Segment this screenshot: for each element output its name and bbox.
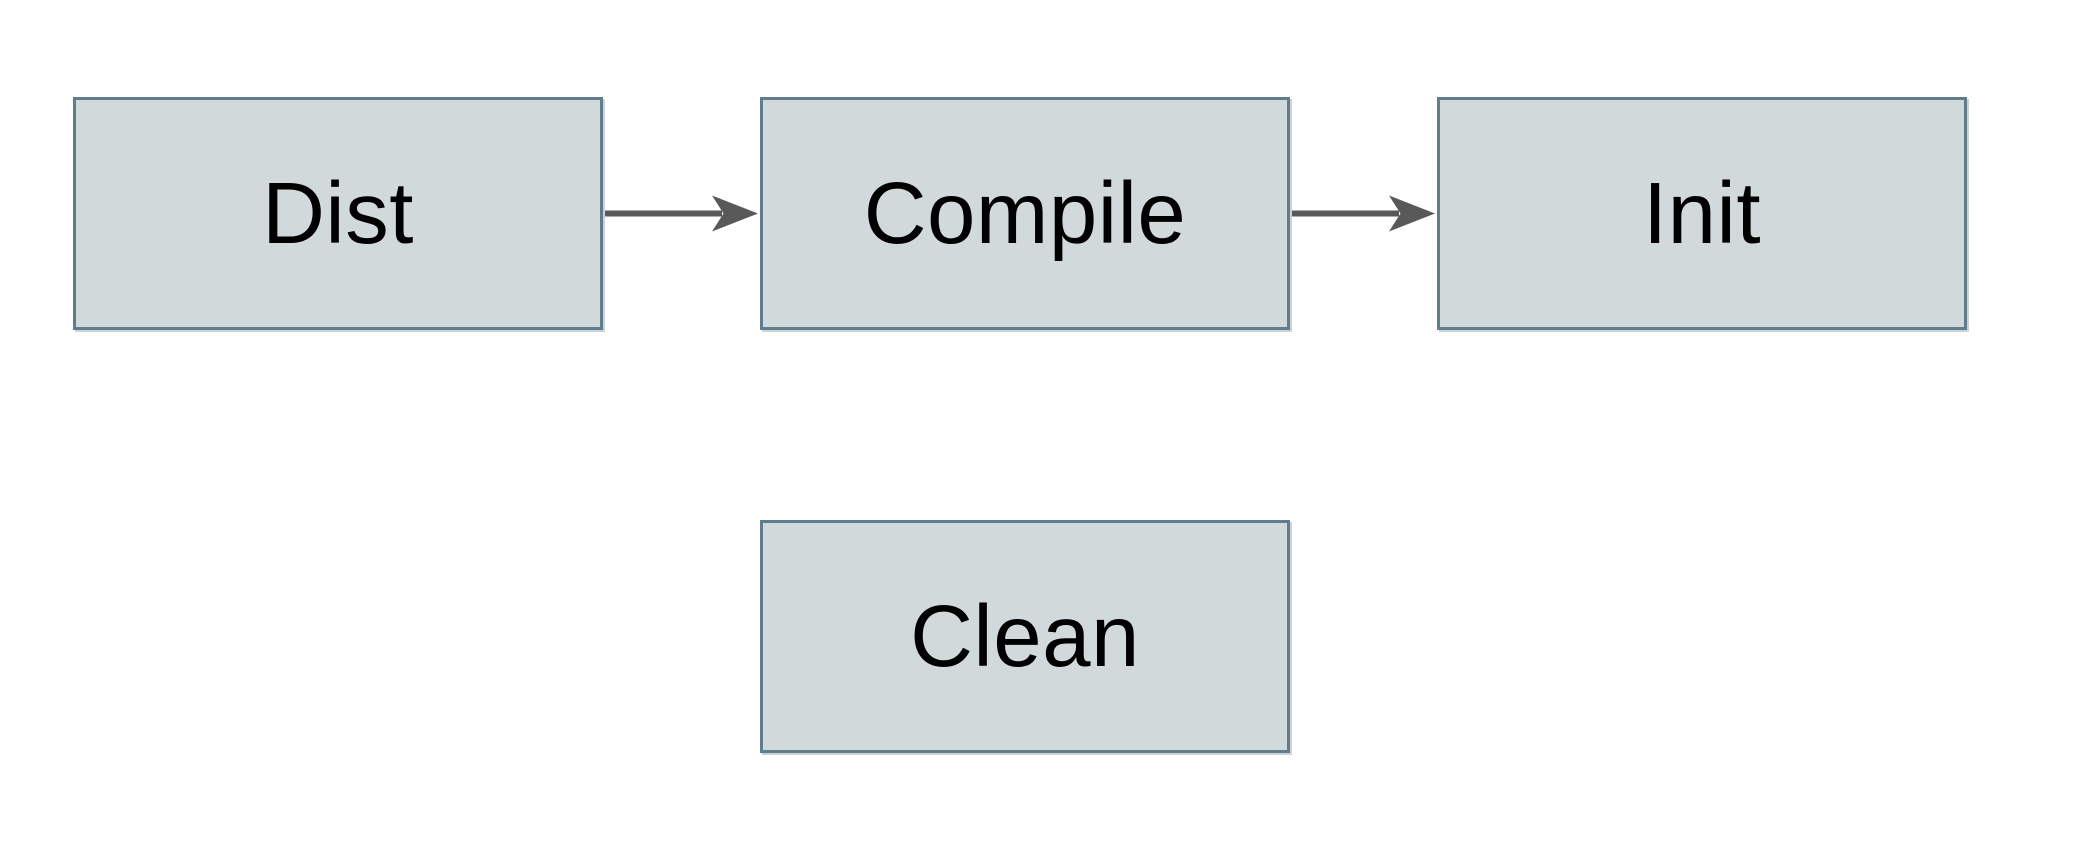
node-compile-label: Compile: [863, 165, 1187, 262]
node-clean: Clean: [760, 520, 1290, 753]
node-init: Init: [1437, 97, 1967, 330]
node-dist: Dist: [73, 97, 603, 330]
node-dist-label: Dist: [262, 165, 414, 262]
arrow-compile-to-init: [1292, 195, 1435, 232]
arrowhead-icon: [1389, 195, 1435, 232]
node-compile: Compile: [760, 97, 1290, 330]
arrow-dist-to-compile: [605, 195, 758, 232]
arrowhead-icon: [712, 195, 758, 232]
node-clean-label: Clean: [910, 588, 1140, 685]
node-init-label: Init: [1642, 165, 1762, 262]
